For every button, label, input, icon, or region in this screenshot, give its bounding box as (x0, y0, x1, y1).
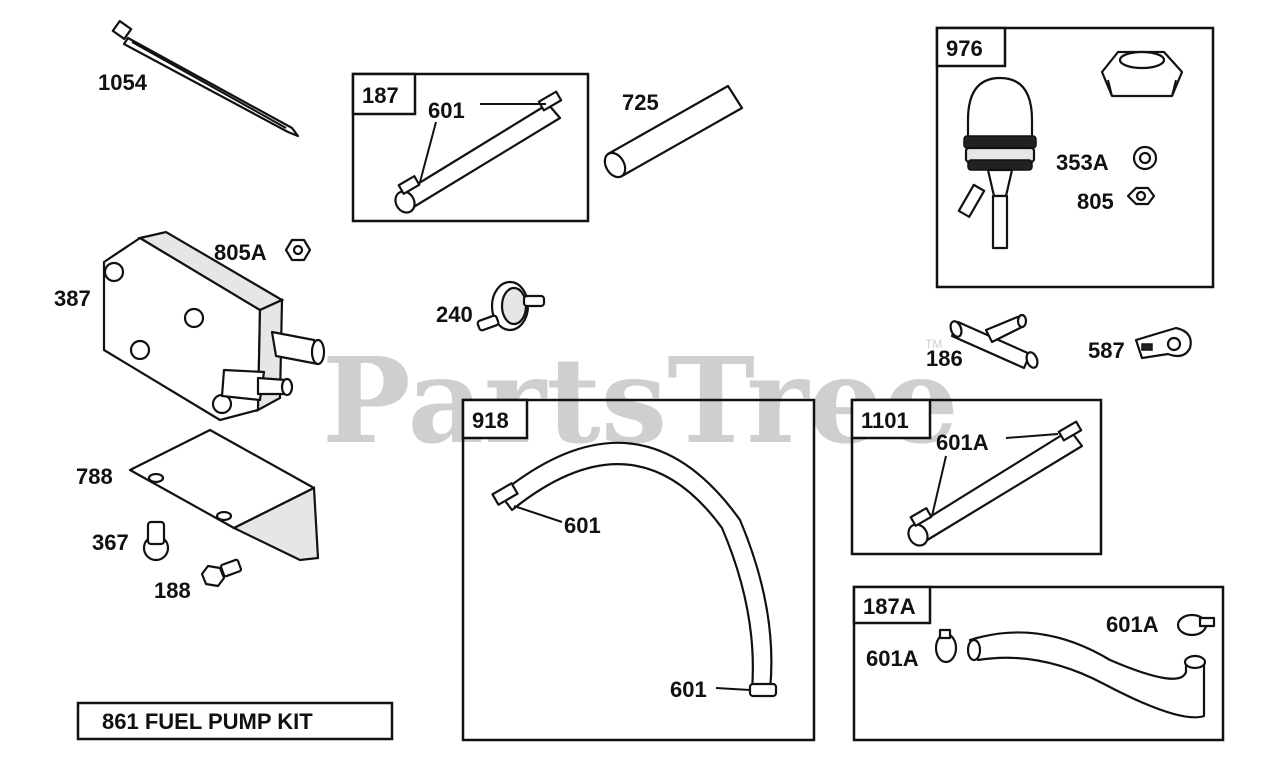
nut-part-805[interactable] (1126, 186, 1156, 206)
box-918-tag (461, 398, 529, 440)
label-387: 387 (54, 286, 91, 311)
box-187-tag (351, 72, 417, 116)
box-1101-label: 1101 (861, 408, 909, 433)
box-918-label: 918 (472, 408, 509, 433)
clamp-part-587[interactable] (1134, 326, 1192, 360)
box-1101-tag (850, 398, 932, 440)
kit-label-box (76, 701, 394, 741)
box-976-tag (935, 26, 1007, 68)
tee-fitting-part-186[interactable] (949, 313, 1040, 370)
label-353a: 353A (1056, 150, 1109, 175)
nut-part-805a[interactable] (284, 238, 312, 262)
fuel-pump-part-387[interactable] (102, 230, 326, 422)
box-187a-tag (852, 585, 932, 625)
fuel-filter-part-240[interactable] (476, 280, 546, 332)
label-1054: 1054 (98, 70, 148, 95)
label-601-box-918-top: 601 (564, 513, 601, 538)
fuel-line-part-187a[interactable] (966, 631, 1207, 719)
label-240: 240 (436, 302, 473, 327)
box-187 (351, 72, 590, 223)
kit-label: 861 FUEL PUMP KIT (102, 709, 313, 734)
lockwasher-part-353a[interactable] (1132, 145, 1158, 171)
label-587: 587 (1088, 338, 1125, 363)
label-725: 725 (622, 90, 659, 115)
label-805: 805 (1077, 189, 1114, 214)
tube-part-725[interactable] (601, 84, 744, 181)
box-187-label: 187 (362, 83, 399, 108)
box-187a-label: 187A (863, 594, 916, 619)
box-1101 (850, 398, 1103, 556)
box-976-label: 976 (946, 36, 983, 61)
label-805a: 805A (214, 240, 267, 265)
fuel-line-part-918[interactable] (491, 441, 778, 698)
watermark-trademark: TM (925, 337, 942, 351)
box-187a (852, 585, 1225, 742)
label-601a-box-187a-left: 601A (866, 646, 919, 671)
screw-part-367[interactable] (142, 520, 170, 562)
label-601a-box-187a-right: 601A (1106, 612, 1159, 637)
bracket-part-788[interactable] (128, 428, 320, 562)
label-188: 188 (154, 578, 191, 603)
cable-tie-part-1054[interactable] (111, 19, 300, 138)
fuel-line-part-1101[interactable] (905, 420, 1084, 549)
label-186: 186 (926, 346, 963, 371)
primer-bulb-part-976[interactable] (957, 76, 1037, 250)
label-601a-box-1101: 601A (936, 430, 989, 455)
label-601-box-918-bottom: 601 (670, 677, 707, 702)
box-918 (461, 398, 816, 742)
label-601-box-187: 601 (428, 98, 465, 123)
hose-clamp-601a-right[interactable] (1176, 613, 1216, 637)
fuel-line-part-601[interactable] (392, 90, 563, 216)
screw-part-188[interactable] (200, 558, 243, 588)
box-976 (935, 26, 1215, 289)
primer-retainer-cap[interactable] (1100, 50, 1184, 98)
label-788: 788 (76, 464, 113, 489)
label-367: 367 (92, 530, 129, 555)
hose-clamp-601a-left[interactable] (934, 628, 958, 664)
